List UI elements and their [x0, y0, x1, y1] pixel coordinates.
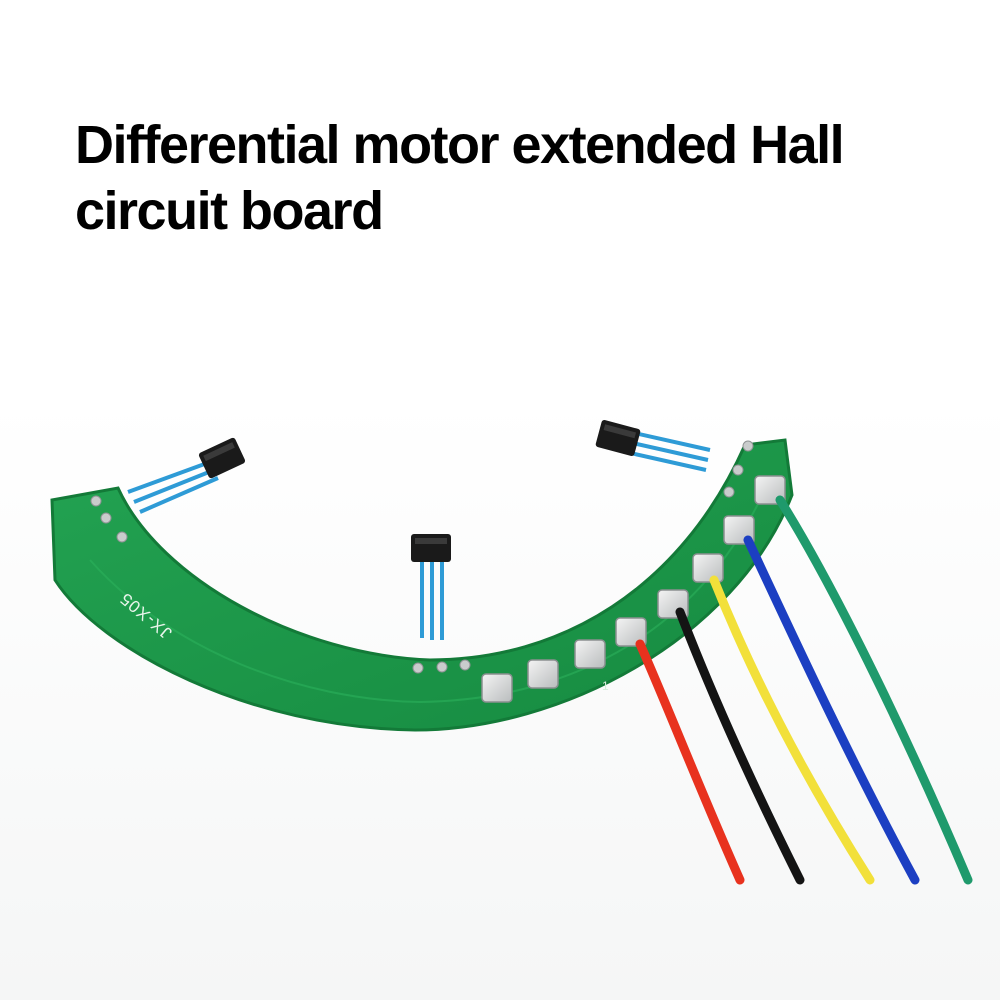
product-title: Differential motor extended Hall circuit… [75, 112, 935, 244]
wire-red [635, 639, 745, 885]
title-line-1: Differential motor extended Hall [75, 115, 845, 175]
wire-black [675, 607, 805, 885]
wire-bundle [635, 495, 973, 885]
pin-one-mark: 1 [602, 679, 609, 693]
hall-sensor-right [595, 419, 711, 472]
solder-joints [90, 440, 754, 674]
wire-green [775, 495, 973, 885]
product-photo: JX-X05 1 [0, 400, 1000, 1000]
hall-sensor-middle [411, 534, 451, 640]
wire-yellow [709, 575, 875, 885]
wire-blue [743, 535, 920, 885]
hall-sensor-left [127, 437, 246, 514]
title-line-2: circuit board [75, 181, 384, 241]
